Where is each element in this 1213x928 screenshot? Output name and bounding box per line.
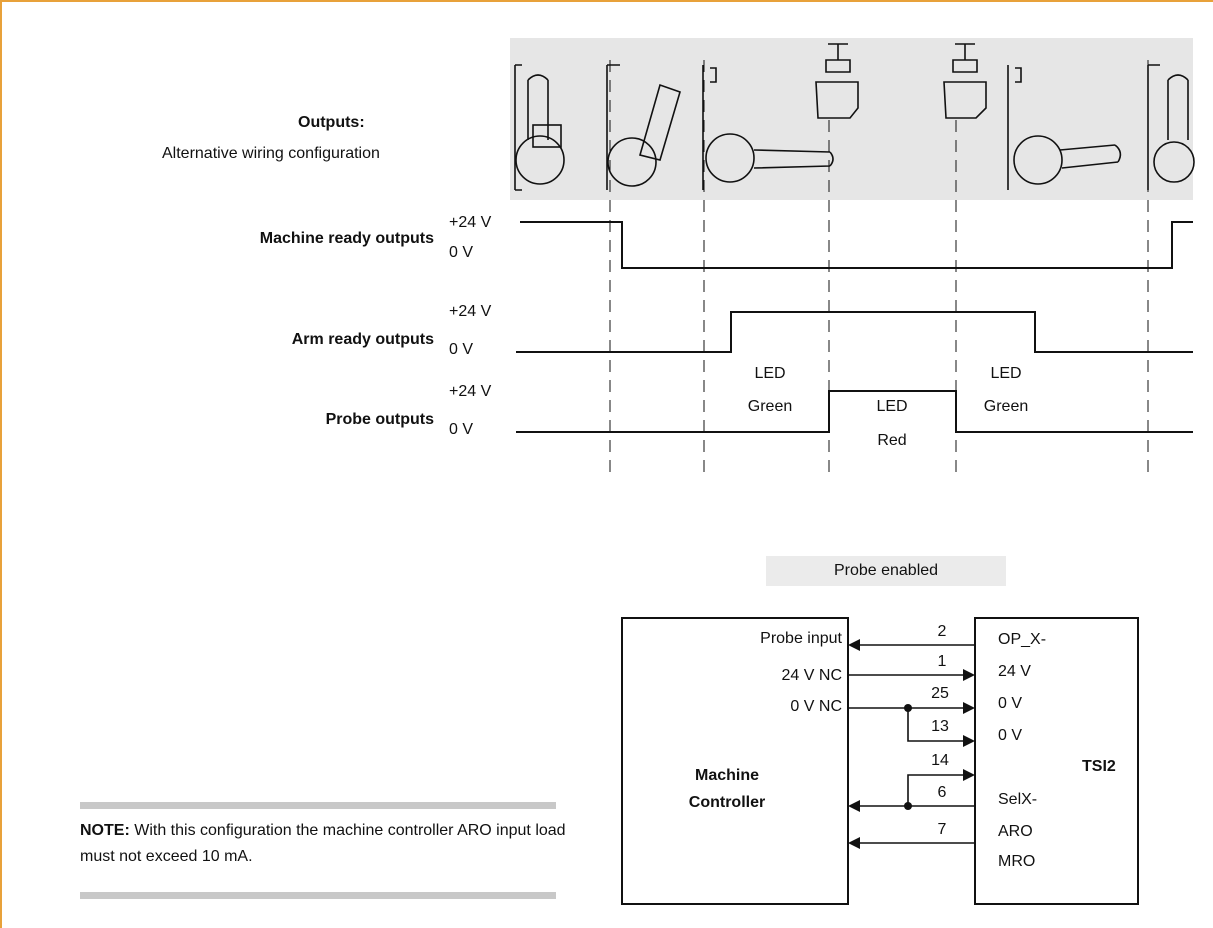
wire-number-7: 7 — [937, 821, 947, 838]
arm-ready-label: Arm ready outputs — [291, 331, 434, 348]
probe-waveform — [516, 390, 1193, 433]
probe-high: +24 V — [449, 383, 492, 400]
wire-14 — [907, 769, 975, 806]
wire-number-1: 1 — [937, 653, 947, 670]
machine-ready-label: Machine ready outputs — [259, 230, 434, 247]
tsi-port-0v-2: 0 V — [998, 727, 1023, 744]
arm-positions-band — [510, 38, 1193, 200]
note-text: With this configuration the machine cont… — [80, 822, 566, 865]
led-green-left-line1: LED — [754, 365, 786, 382]
note-label: NOTE: — [80, 822, 130, 839]
tsi-port-aro: ARO — [998, 823, 1033, 840]
arm-ready-waveform — [516, 311, 1193, 353]
tsi-name: TSI2 — [1082, 758, 1116, 775]
junction-dot-1 — [904, 704, 912, 712]
wire-number-14: 14 — [931, 752, 949, 769]
tsi-port-0v-1: 0 V — [998, 695, 1023, 712]
tsi-port-mro: MRO — [998, 853, 1036, 870]
probe-enabled-badge: Probe enabled — [766, 556, 1006, 586]
wire-number-6: 6 — [937, 784, 947, 801]
controller-port-0v-nc: 0 V NC — [790, 698, 842, 715]
controller-name-line2: Controller — [688, 794, 766, 811]
controller-port-probe-input: Probe input — [760, 630, 842, 647]
led-green-right-line2: Green — [983, 398, 1029, 415]
led-green-left-line2: Green — [747, 398, 793, 415]
machine-ready-waveform — [520, 221, 1193, 269]
junction-dot-2 — [904, 802, 912, 810]
tsi2-box — [974, 617, 1139, 905]
probe-outputs-label: Probe outputs — [325, 411, 434, 428]
wire-number-25: 25 — [931, 685, 949, 702]
arm-horizontal-icon — [702, 65, 834, 190]
machine-ready-high: +24 V — [449, 214, 492, 231]
outputs-title: Outputs: — [298, 114, 365, 131]
note-top-bar — [80, 802, 556, 809]
outputs-subtitle: Alternative wiring configuration — [162, 145, 380, 162]
arm-ready-high: +24 V — [449, 303, 492, 320]
led-green-right-line1: LED — [990, 365, 1022, 382]
probe-low: 0 V — [449, 421, 474, 438]
probe-tool-icon-1 — [815, 43, 859, 119]
arm-tilting-icon — [606, 64, 681, 190]
tsi-port-op-x: OP_X- — [998, 631, 1047, 648]
arm-ready-low: 0 V — [449, 341, 474, 358]
led-red-line1: LED — [876, 398, 908, 415]
led-red-line2: Red — [877, 432, 907, 449]
note-bottom-bar — [80, 892, 556, 899]
note-box: NOTE: With this configuration the machin… — [80, 818, 570, 870]
wire-number-13: 13 — [931, 718, 949, 735]
probe-tool-icon-2 — [943, 43, 987, 119]
controller-name-line1: Machine — [694, 767, 759, 784]
tsi-port-24v: 24 V — [998, 663, 1031, 680]
wire-number-2: 2 — [937, 623, 947, 640]
machine-controller-box — [621, 617, 849, 905]
wire-13 — [907, 708, 975, 747]
machine-ready-low: 0 V — [449, 244, 474, 261]
arm-upright-icon — [514, 64, 565, 191]
tsi-port-selx: SelX- — [998, 791, 1038, 808]
controller-port-24v-nc: 24 V NC — [781, 667, 842, 684]
arm-returning-icon — [1007, 65, 1122, 190]
